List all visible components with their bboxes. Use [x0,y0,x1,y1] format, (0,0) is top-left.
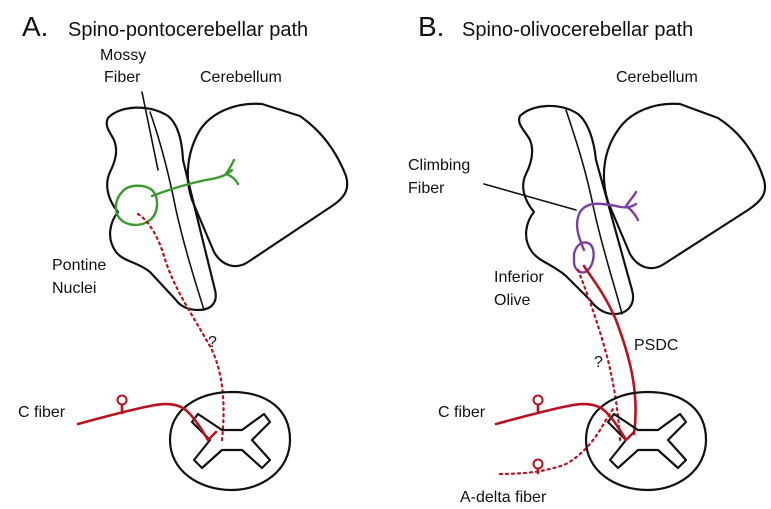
panel-a-c-fiber [78,404,216,440]
panel-b-psdc-label: PSDC [634,337,678,354]
panel-a-letter: A. [22,11,48,42]
panel-a-c-fiber-label: C fiber [18,404,66,421]
panel-b-c-fiber-terminal-icon [534,396,543,405]
panel-a-question: ? [208,334,217,351]
panel-a-c-fiber-terminal-icon [118,396,127,405]
panel-a-gray-matter [192,414,270,468]
panel-b-title: Spino-olivocerebellar path [462,19,693,41]
panel-a-brainstem-outline [107,108,216,310]
panel-b-a-delta-label: A-delta fiber [460,489,547,506]
panel-a-cerebellum-label: Cerebellum [200,69,282,86]
panel-a-mossy-label-1: Mossy [100,47,146,64]
panel-b-c-fiber-label: C fiber [438,404,486,421]
panel-b-a-delta-terminal-icon [534,460,543,469]
panel-b-spinal-cord [586,392,706,490]
panel-a-pontine-label-1: Pontine [52,257,106,274]
panel-b-question: ? [594,354,603,371]
panel-b-cerebellum-label: Cerebellum [616,69,698,86]
panel-a-spinal-cord [170,392,290,490]
panel-b-cerebellum-outline [604,104,765,268]
panel-a-pontine-nucleus [116,186,157,225]
panel-b-climbing-label-1: Climbing [408,157,470,174]
panel-a-pontine-label-2: Nuclei [52,280,96,297]
panel-a: A. Spino-pontocerebellar path ? Mossy Fi… [18,11,347,490]
panel-b-olive-label-1: Inferior [494,269,544,286]
panel-b: B. Spino-olivocerebellar path ? PSDC Cer [408,11,765,506]
panel-a-mossy-label-2: Fiber [104,69,141,86]
panel-b-psdc-pathway [584,266,636,434]
panel-b-letter: B. [418,11,444,42]
panel-a-mossy-fiber-branch [226,160,238,184]
panel-a-cerebellum-outline [188,104,347,266]
panel-a-title: Spino-pontocerebellar path [68,19,308,41]
panel-b-olive-label-2: Olive [494,292,531,309]
panel-b-climbing-label-2: Fiber [408,180,445,197]
